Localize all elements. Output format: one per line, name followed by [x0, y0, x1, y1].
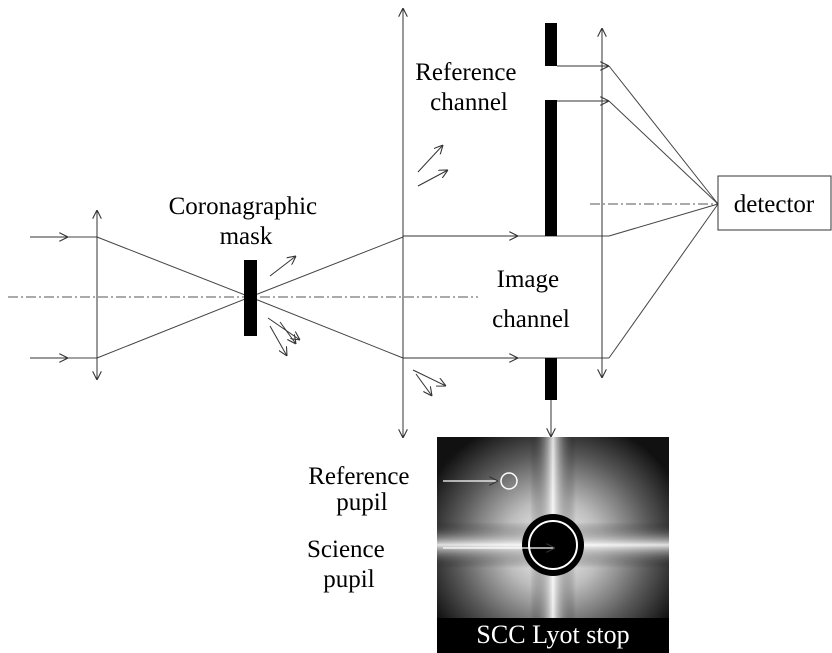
scatter-arrow — [269, 325, 287, 356]
scatter-arrow — [279, 321, 296, 344]
science-pupil-circle — [528, 520, 578, 570]
lyot-stop-middle — [545, 100, 557, 236]
detector-ray — [608, 203, 719, 237]
detector-label: detector — [734, 191, 815, 218]
detector-ray — [608, 100, 719, 205]
coronagraphic-mask — [244, 260, 257, 336]
scatter-arrow — [269, 256, 296, 277]
label-backdrop — [478, 264, 586, 330]
science-pupil-mask — [522, 514, 584, 576]
lyot-stop-inset: SCC Lyot stop — [437, 437, 669, 653]
detector-ray — [608, 203, 719, 359]
stray-arrow — [417, 145, 443, 173]
scatter-arrow — [267, 317, 300, 340]
stray-arrow — [412, 369, 446, 386]
label-backdrop — [420, 54, 542, 118]
stray-arrow — [417, 170, 448, 187]
reference-channel-label: Reference channel — [415, 59, 523, 116]
lyot-stop-top — [545, 23, 557, 66]
reference-pupil-circle — [500, 472, 518, 490]
lyot-stop-label: SCC Lyot stop — [476, 620, 629, 649]
detector-ray — [608, 65, 719, 205]
image-channel-label: Image channel — [492, 266, 570, 333]
lyot-stop-bottom — [545, 358, 557, 400]
stray-arrow — [415, 373, 432, 396]
reference-pupil-label: Reference pupil — [308, 463, 416, 516]
science-pupil-label: Science pupil — [307, 536, 391, 593]
coronagraphic-mask-label: Coronagraphic mask — [169, 193, 324, 250]
detector-box — [717, 175, 832, 231]
